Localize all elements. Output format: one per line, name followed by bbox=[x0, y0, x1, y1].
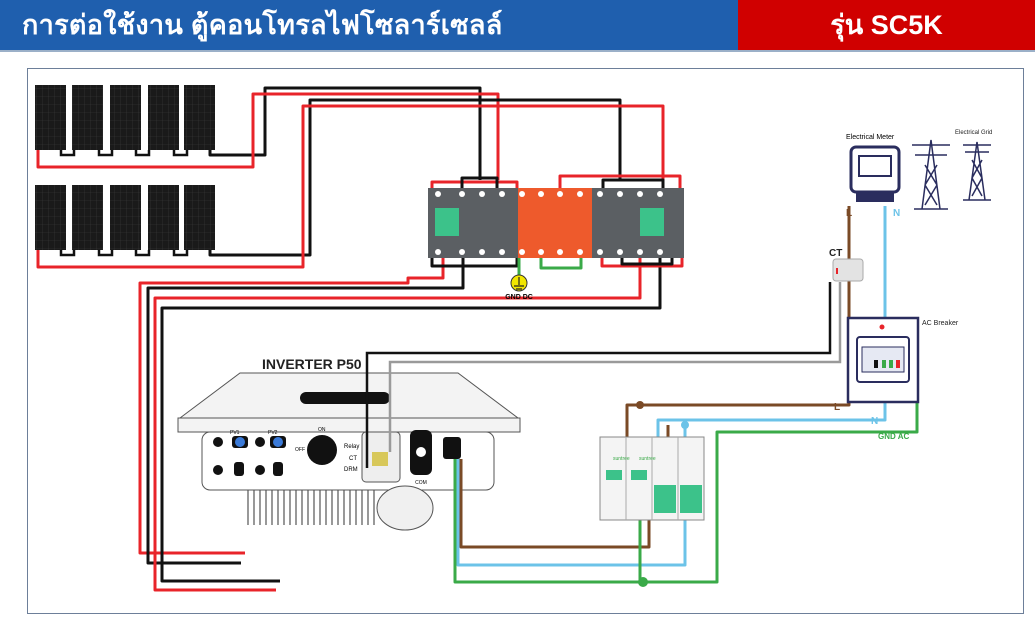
header: การต่อใช้งาน ตู้คอนโทรลไฟโซลาร์เซลล์ รุ่… bbox=[0, 0, 1035, 52]
diagram-frame bbox=[27, 68, 1024, 614]
panel-string-1 bbox=[35, 85, 215, 157]
gnd-dc-label: GND DC bbox=[505, 294, 533, 301]
svg-text:L: L bbox=[846, 208, 852, 219]
gnd-ac-label: GND AC bbox=[878, 432, 909, 441]
inverter: INVERTER P50 PV1 PV2 ON OFF Relay CT DRM… bbox=[177, 356, 521, 531]
svg-text:CT: CT bbox=[349, 456, 357, 462]
dc-combiner bbox=[428, 188, 684, 258]
pv2-label: PV2 bbox=[268, 430, 278, 436]
dc-breaker-handle bbox=[435, 208, 459, 236]
solar-panel bbox=[35, 185, 66, 250]
svg-text:Electrical Meter: Electrical Meter bbox=[846, 134, 895, 141]
ct-clamp: CT bbox=[829, 248, 864, 282]
gnd-dc-symbol: GND DC bbox=[505, 274, 533, 301]
electrical-meter: Electrical Meter L N bbox=[846, 134, 901, 219]
ac-breaker: AC Breaker bbox=[846, 316, 959, 404]
solar-panel bbox=[148, 85, 179, 150]
line-label: L bbox=[834, 402, 840, 413]
solar-panel bbox=[184, 85, 215, 150]
solar-panel bbox=[35, 85, 66, 150]
panel-string-2 bbox=[35, 185, 215, 257]
electrical-grid: Electrical Grid bbox=[912, 130, 992, 210]
svg-text:suntree: suntree bbox=[613, 456, 630, 462]
solar-panel bbox=[184, 185, 215, 250]
inverter-fan bbox=[376, 485, 434, 531]
svg-text:suntree: suntree bbox=[639, 456, 656, 462]
model-badge: รุ่น SC5K bbox=[738, 0, 1035, 50]
svg-text:COM: COM bbox=[415, 480, 427, 486]
ac-spd: suntree suntree bbox=[599, 436, 705, 521]
ac-wires bbox=[453, 206, 919, 584]
inverter-label: INVERTER P50 bbox=[262, 356, 362, 372]
page-title: การต่อใช้งาน ตู้คอนโทรลไฟโซลาร์เซลล์ bbox=[0, 0, 738, 50]
inverter-display bbox=[300, 392, 390, 404]
svg-text:ON: ON bbox=[318, 427, 326, 433]
svg-text:OFF: OFF bbox=[295, 447, 305, 453]
solar-panel bbox=[72, 85, 103, 150]
svg-text:CT: CT bbox=[829, 248, 842, 259]
dc-switch bbox=[307, 435, 337, 465]
solar-panel bbox=[110, 85, 141, 150]
svg-text:DRM: DRM bbox=[344, 467, 358, 473]
solar-panel bbox=[110, 185, 141, 250]
svg-text:N: N bbox=[893, 208, 900, 219]
svg-text:Relay: Relay bbox=[344, 444, 359, 450]
ct-wires bbox=[365, 282, 842, 468]
solar-panel bbox=[72, 185, 103, 250]
solar-panel bbox=[148, 185, 179, 250]
dc-breaker-handle bbox=[640, 208, 664, 236]
neutral-label: N bbox=[871, 416, 878, 427]
ac-output-port bbox=[443, 437, 461, 459]
svg-text:AC Breaker: AC Breaker bbox=[922, 320, 959, 327]
ground-junction bbox=[638, 577, 648, 587]
dc-wires bbox=[36, 86, 684, 592]
svg-text:Electrical Grid: Electrical Grid bbox=[955, 130, 992, 136]
pv1-label: PV1 bbox=[230, 430, 240, 436]
